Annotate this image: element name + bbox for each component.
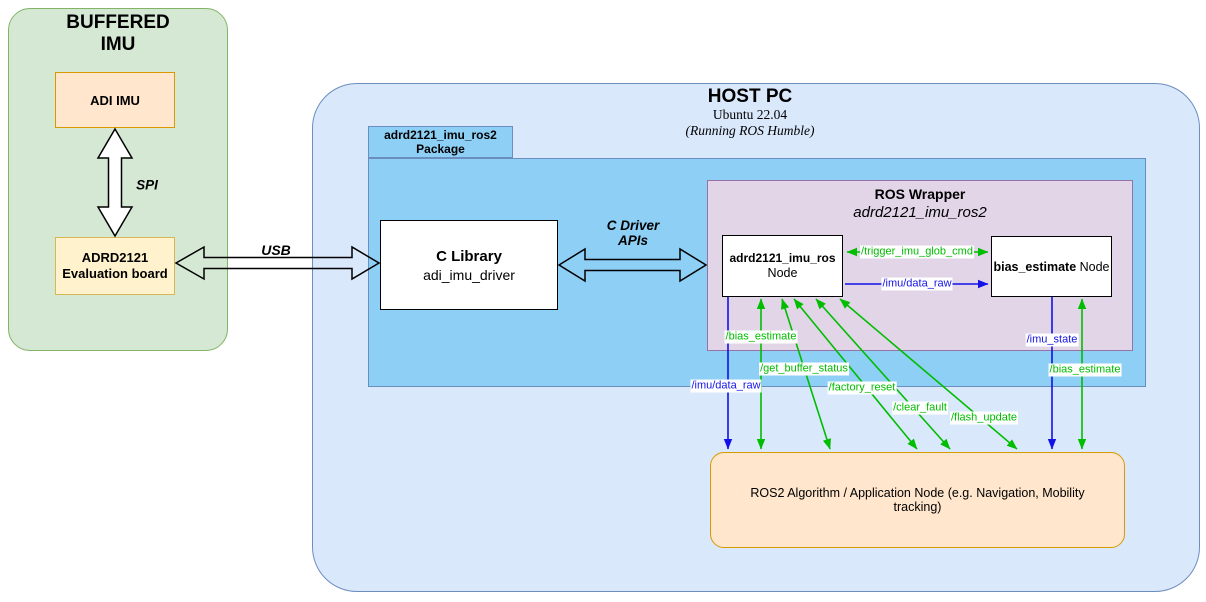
- topic-label-imu-data-raw-internal: /imu/data_raw: [881, 277, 953, 291]
- eval-board-box: ADRD2121 Evaluation board: [55, 237, 175, 295]
- topic-label-bias-estimate-left: /bias_estimate: [724, 330, 798, 344]
- adi-imu-box: ADI IMU: [55, 72, 175, 128]
- host-pc-os: Ubuntu 22.04: [712, 107, 788, 122]
- topic-label-bias-estimate-right: /bias_estimate: [1048, 363, 1122, 377]
- spi-label: SPI: [136, 177, 158, 193]
- topic-label-clear-fault: /clear_fault: [892, 401, 948, 415]
- c-library-box: C Library adi_imu_driver: [380, 220, 558, 310]
- host-pc-ros-note: (Running ROS Humble): [685, 123, 815, 138]
- imu-node-box: adrd2121_imu_ros Node: [722, 235, 843, 297]
- buffered-imu-group: [8, 8, 228, 351]
- app-node-label: ROS2 Algorithm / Application Node (e.g. …: [750, 486, 1085, 514]
- topic-label-imu-state: /imu_state: [1025, 333, 1079, 347]
- imu-node-name: adrd2121_imu_ros: [729, 251, 836, 265]
- host-pc-title-block: HOST PC Ubuntu 22.04 (Running ROS Humble…: [450, 86, 1050, 138]
- topic-label-get-buffer-status: /get_buffer_status: [759, 362, 849, 376]
- package-tab-line2: Package: [416, 142, 465, 156]
- bias-estimate-node-name: bias_estimate: [993, 259, 1077, 274]
- package-tab: adrd2121_imu_ros2 Package: [368, 126, 513, 158]
- c-driver-apis-label-line1: C Driver: [606, 218, 660, 233]
- ros-wrapper-title: ROS Wrapper: [874, 186, 966, 202]
- topic-label-flash-update: /flash_update: [949, 411, 1019, 425]
- bias-estimate-node-label: bias_estimate Node: [993, 260, 1109, 274]
- c-driver-apis-label-line2: APIs: [617, 233, 648, 248]
- bias-estimate-node-suffix: Node: [1076, 259, 1110, 274]
- topic-label-factory-reset: /factory_reset: [827, 381, 897, 395]
- usb-label: USB: [261, 242, 291, 258]
- imu-node-suffix: Node: [767, 266, 798, 280]
- c-driver-apis-label: C Driver APIs: [607, 218, 660, 248]
- package-tab-line1: adrd2121_imu_ros2: [384, 128, 497, 142]
- buffered-imu-title: BUFFERED IMU: [8, 12, 228, 56]
- ros-wrapper-title-block: ROS Wrapper adrd2121_imu_ros2: [707, 186, 1133, 222]
- topic-label-imu-data-raw-to-app: /imu/data_raw: [690, 379, 762, 393]
- bias-estimate-node-box: bias_estimate Node: [991, 236, 1112, 297]
- app-node-box: ROS2 Algorithm / Application Node (e.g. …: [710, 452, 1125, 548]
- ros-wrapper-subtitle: adrd2121_imu_ros2: [853, 204, 987, 221]
- adi-imu-label: ADI IMU: [90, 92, 140, 108]
- buffered-imu-title-line1: BUFFERED: [66, 12, 170, 33]
- topic-label-trigger-imu-glob-cmd: /trigger_imu_glob_cmd: [860, 245, 974, 259]
- host-pc-title: HOST PC: [707, 86, 793, 107]
- eval-board-line1: ADRD2121: [81, 250, 149, 265]
- c-library-title: C Library: [436, 247, 502, 265]
- c-library-name: adi_imu_driver: [423, 266, 515, 283]
- buffered-imu-title-line2: IMU: [100, 34, 136, 55]
- eval-board-line2: Evaluation board: [62, 266, 168, 281]
